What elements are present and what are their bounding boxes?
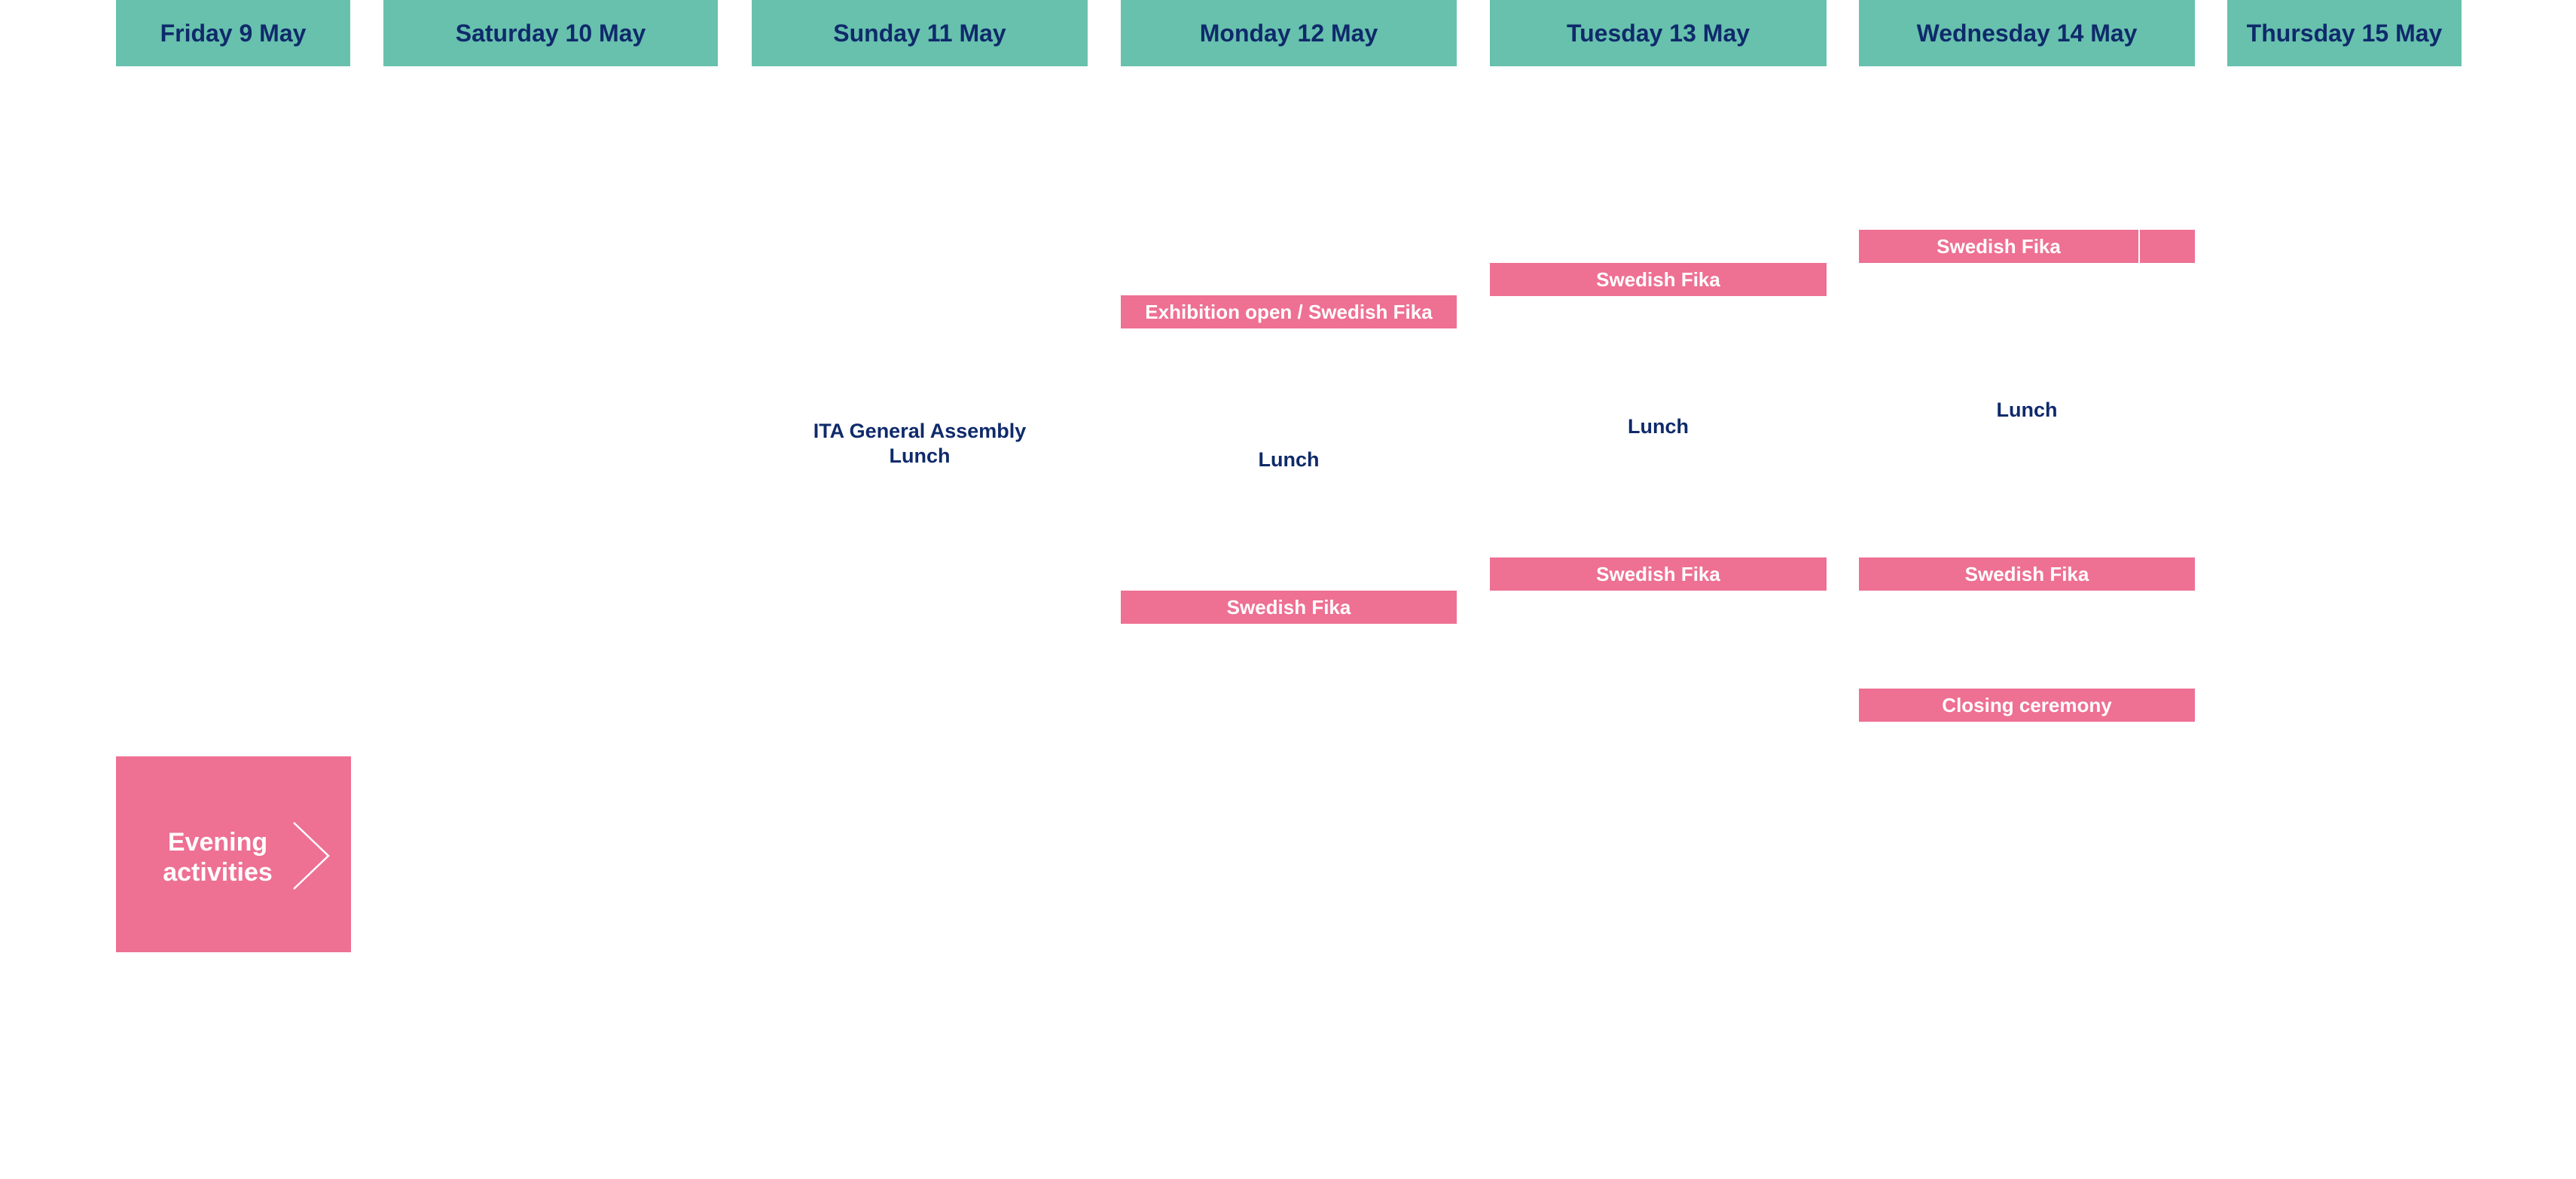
day-header-friday: Friday 9 May: [116, 0, 350, 66]
sunday-assembly-text: ITA General Assembly: [813, 420, 1027, 442]
event-label: Closing ceremony: [1942, 693, 2112, 716]
evening-activities-line1: Evening: [167, 828, 268, 857]
evening-activities-label: Evening activities: [116, 827, 319, 887]
day-header-label: Thursday 15 May: [2246, 19, 2443, 47]
monday-fika-afternoon-event[interactable]: Swedish Fika: [1121, 591, 1457, 624]
event-label: Swedish Fika: [1937, 234, 2061, 258]
evening-activities-card[interactable]: Evening activities: [116, 756, 351, 952]
event-label: Swedish Fika: [1226, 595, 1351, 619]
event-label: Swedish Fika: [1596, 267, 1720, 291]
wednesday-closing-ceremony-event[interactable]: Closing ceremony: [1859, 689, 2195, 722]
monday-lunch-text: Lunch: [1258, 448, 1320, 471]
event-divider: [2138, 230, 2140, 263]
monday-exhibition-fika-event[interactable]: Exhibition open / Swedish Fika: [1121, 295, 1457, 328]
evening-activities-line2: activities: [163, 858, 273, 887]
tuesday-fika-afternoon-event[interactable]: Swedish Fika: [1490, 557, 1827, 591]
day-header-label: Sunday 11 May: [833, 19, 1006, 47]
day-header-label: Tuesday 13 May: [1566, 19, 1750, 47]
day-header-label: Friday 9 May: [160, 19, 307, 47]
wednesday-fika-afternoon-event[interactable]: Swedish Fika: [1859, 557, 2195, 591]
chevron-right-icon: [293, 822, 330, 890]
event-label: Exhibition open / Swedish Fika: [1145, 300, 1433, 323]
day-header-label: Wednesday 14 May: [1916, 19, 2138, 47]
sunday-assembly-lunch: ITA General Assembly Lunch: [752, 419, 1088, 469]
sunday-lunch-text: Lunch: [889, 444, 951, 467]
event-main-segment[interactable]: Swedish Fika: [1859, 230, 2138, 263]
event-tail-segment[interactable]: [2140, 230, 2195, 263]
event-label: Swedish Fika: [1964, 562, 2089, 585]
event-label: Swedish Fika: [1596, 562, 1720, 585]
day-header-saturday: Saturday 10 May: [383, 0, 718, 66]
day-header-wednesday: Wednesday 14 May: [1859, 0, 2195, 66]
day-header-label: Monday 12 May: [1199, 19, 1378, 47]
wednesday-lunch-text: Lunch: [1996, 399, 2058, 421]
wednesday-fika-morning-event[interactable]: Swedish Fika: [1859, 230, 2195, 263]
day-header-monday: Monday 12 May: [1121, 0, 1457, 66]
day-header-thursday: Thursday 15 May: [2227, 0, 2462, 66]
day-header-sunday: Sunday 11 May: [752, 0, 1088, 66]
tuesday-lunch-text: Lunch: [1628, 415, 1689, 438]
day-header-label: Saturday 10 May: [455, 19, 646, 47]
tuesday-fika-morning-event[interactable]: Swedish Fika: [1490, 263, 1827, 296]
day-header-tuesday: Tuesday 13 May: [1490, 0, 1827, 66]
